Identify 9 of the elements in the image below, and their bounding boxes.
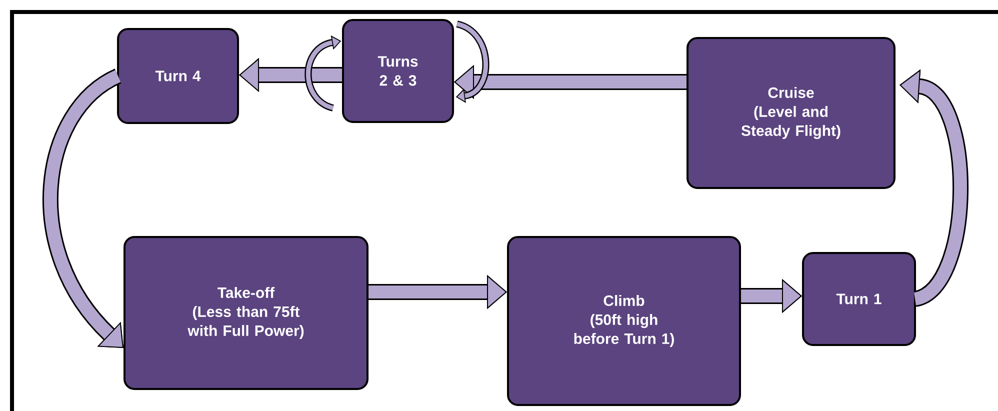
process-box: Turns 2 & 3 xyxy=(342,19,454,123)
process-box: Turn 4 xyxy=(117,28,239,124)
process-box: Take-off (Less than 75ft with Full Power) xyxy=(124,236,368,390)
process-box: Cruise (Level and Steady Flight) xyxy=(686,37,896,189)
block-arrow xyxy=(42,69,124,348)
process-box: Turn 1 xyxy=(802,252,916,346)
process-box: Climb (50ft high before Turn 1) xyxy=(507,236,741,406)
circular-arrow xyxy=(456,20,490,103)
circular-arrow xyxy=(304,36,341,112)
